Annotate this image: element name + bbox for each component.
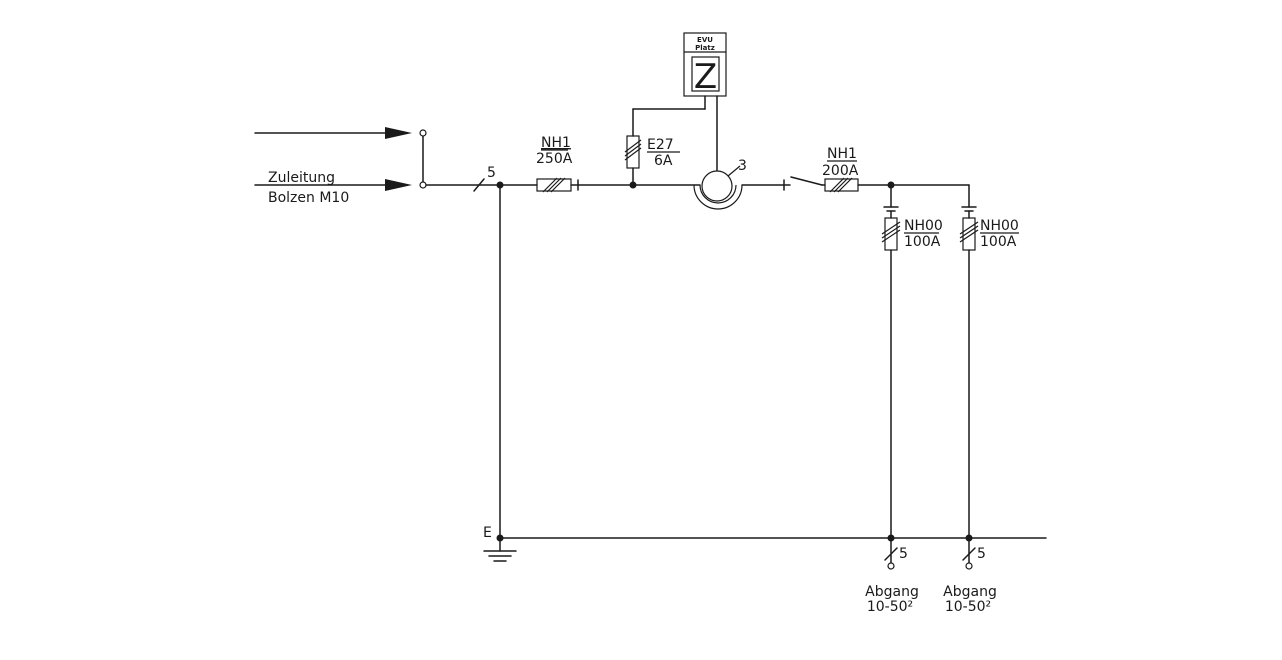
branch-fuse-1-rating: 100A bbox=[904, 234, 941, 250]
supply-terminals bbox=[419, 129, 427, 189]
meter-symbol: Z bbox=[694, 57, 717, 97]
meter-box: EVU Platz Z bbox=[683, 32, 727, 97]
branch-fuse-1-symbol bbox=[881, 217, 901, 251]
meter-fuse-symbol bbox=[624, 135, 642, 169]
output-1-label-line1: Abgang bbox=[865, 584, 919, 600]
branch-fuse-2-symbol bbox=[959, 217, 979, 251]
supply-label-line1: Zuleitung bbox=[268, 170, 335, 186]
supply-arrow-lower bbox=[254, 179, 412, 191]
meter-fuse-type: E27 bbox=[647, 137, 674, 153]
branch-fuse-2-type: NH00 bbox=[980, 218, 1019, 234]
branch-fuse-2-rating: 100A bbox=[980, 234, 1017, 250]
supply-arrow-upper bbox=[254, 127, 412, 139]
output-1-label-line2: 10-50² bbox=[867, 599, 913, 615]
ct-count-label: 3 bbox=[738, 158, 747, 174]
main-fuse-type: NH1 bbox=[541, 135, 571, 151]
meter-box-line2: Platz bbox=[695, 44, 715, 52]
earth-ground-icon bbox=[483, 537, 517, 562]
earth-label: E bbox=[483, 525, 492, 541]
main-fuse-symbol bbox=[536, 177, 572, 193]
meter-fuse-rating: 6A bbox=[654, 153, 673, 169]
current-transformer-symbol bbox=[693, 165, 743, 210]
output-2-terminal bbox=[962, 537, 976, 570]
output-fuse-rating: 200A bbox=[822, 163, 859, 179]
output-fuse-type: NH1 bbox=[827, 146, 857, 162]
output-fuse-symbol bbox=[824, 177, 859, 193]
output-2-label-line1: Abgang bbox=[943, 584, 997, 600]
output-1-conductors: 5 bbox=[899, 546, 908, 562]
supply-label-line2: Bolzen M10 bbox=[268, 190, 349, 206]
output-2-label-line2: 10-50² bbox=[945, 599, 991, 615]
output-2-conductors: 5 bbox=[977, 546, 986, 562]
meter-box-line1: EVU bbox=[697, 36, 713, 44]
branch-fuse-1-type: NH00 bbox=[904, 218, 943, 234]
main-fuse-rating: 250A bbox=[536, 151, 573, 167]
output-1-terminal bbox=[884, 537, 898, 570]
disconnect-switch-blade bbox=[790, 176, 823, 186]
conductor-count-label: 5 bbox=[487, 165, 496, 181]
